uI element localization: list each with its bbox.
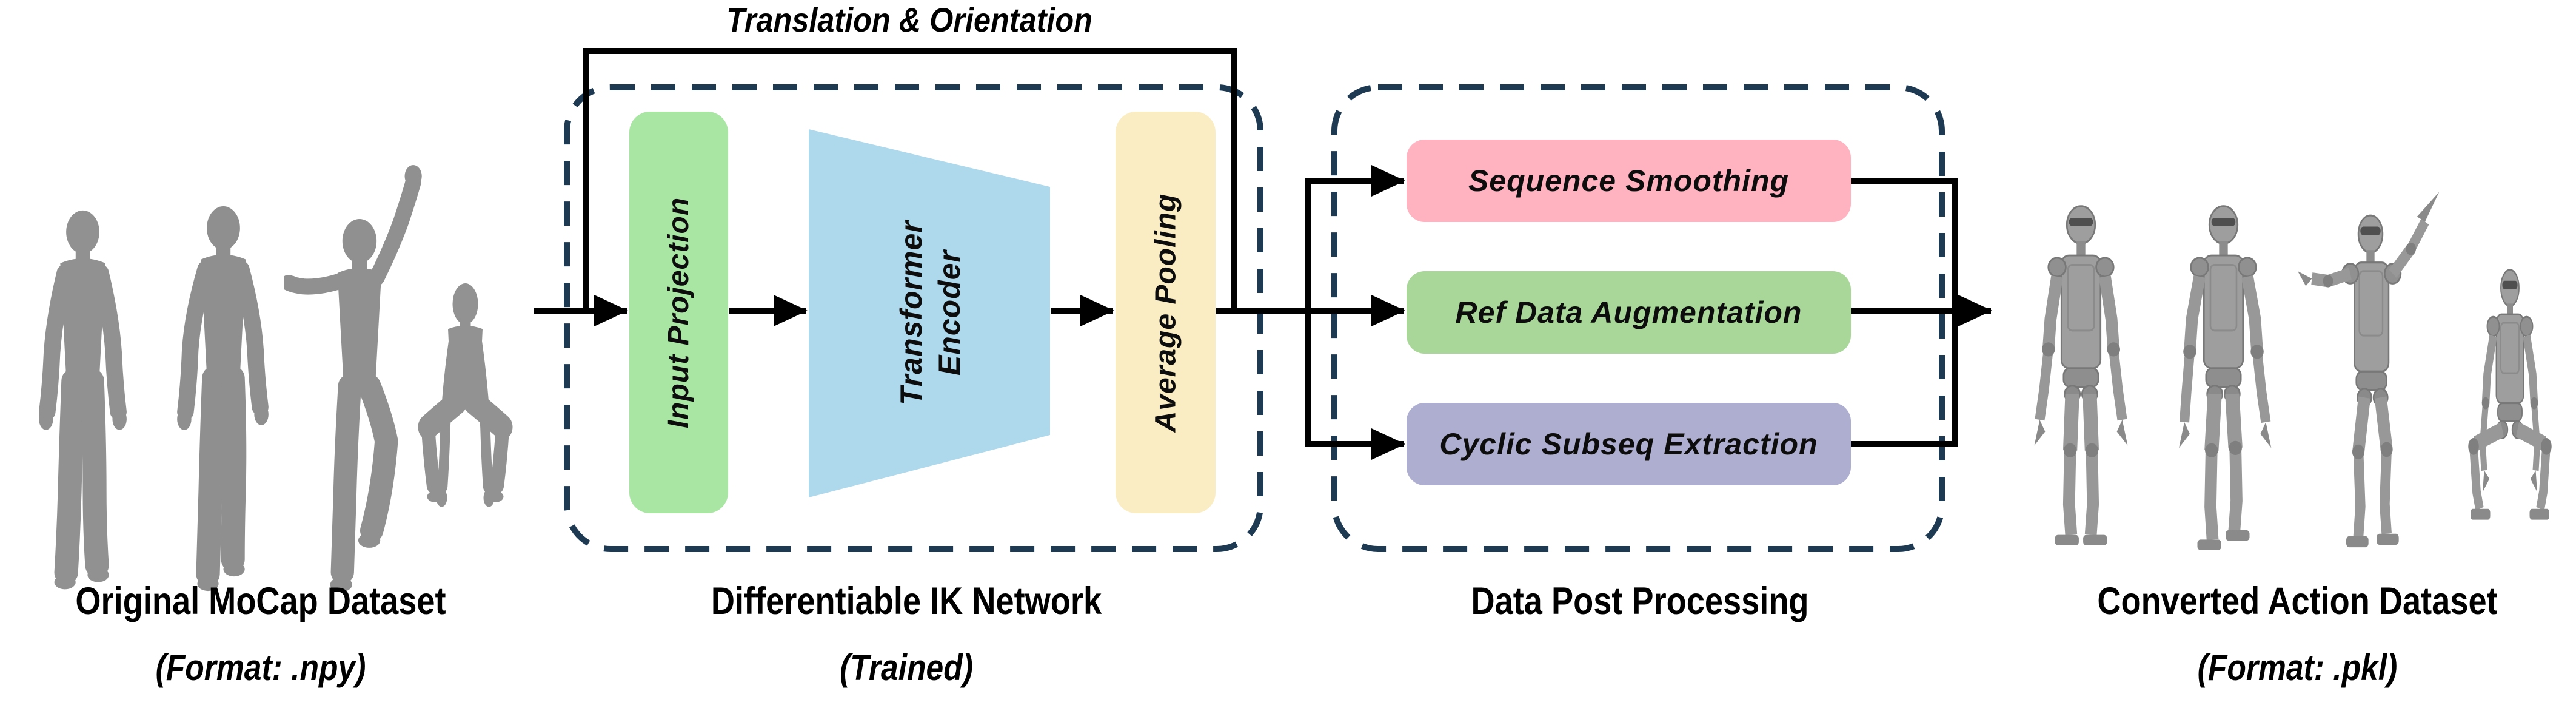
human-mesh-figure-1 (39, 210, 127, 590)
average-pooling-label: Average Pooling (1149, 193, 1182, 432)
robot-figure-4 (2468, 269, 2552, 520)
input-stage-subcaption: (Format: .npy) (155, 647, 366, 688)
average-pooling-block: Average Pooling (1116, 112, 1216, 513)
ik-network-dashed-box (564, 84, 1263, 552)
ik-network-subcaption: (Trained) (840, 647, 973, 688)
human-mesh-figure-2 (177, 206, 269, 592)
skip-connection-label: Translation & Orientation (726, 1, 1092, 39)
cyclic-subseq-extraction-label: Cyclic Subseq Extraction (1439, 427, 1818, 461)
transformer-encoder-label: Transformer Encoder (894, 220, 966, 405)
branch-to-cyclic-extraction (1305, 311, 1405, 460)
human-mesh-figure-4 (418, 283, 513, 507)
output-stage-subcaption: (Format: .pkl) (2197, 647, 2398, 688)
ref-data-augmentation-block: Ref Data Augmentation (1407, 271, 1851, 354)
sequence-smoothing-label: Sequence Smoothing (1468, 164, 1790, 198)
output-stage-caption: Converted Action Dataset (2097, 580, 2498, 622)
cyclic-subseq-extraction-block: Cyclic Subseq Extraction (1407, 403, 1851, 485)
input-stage-caption: Original MoCap Dataset (75, 580, 446, 622)
robot-figure-3 (2298, 192, 2440, 548)
robot-figure-2 (2179, 205, 2272, 550)
post-processing-caption: Data Post Processing (1471, 580, 1809, 622)
post-processing-dashed-box (1331, 84, 1945, 552)
input-projection-label: Input Projection (663, 197, 695, 428)
transformer-encoder-block: Transformer Encoder (815, 152, 1045, 473)
human-mesh-figure-3 (284, 165, 422, 592)
sequence-smoothing-block: Sequence Smoothing (1407, 140, 1851, 222)
transformer-encoder-trapezoid (809, 129, 1050, 497)
robot-figure-1 (2034, 205, 2128, 546)
skip-connection-line (583, 48, 1237, 311)
branch-to-sequence-smoothing (1305, 165, 1405, 311)
ik-network-caption: Differentiable IK Network (711, 580, 1102, 622)
ref-data-augmentation-label: Ref Data Augmentation (1455, 295, 1802, 329)
input-projection-block: Input Projection (629, 112, 728, 513)
